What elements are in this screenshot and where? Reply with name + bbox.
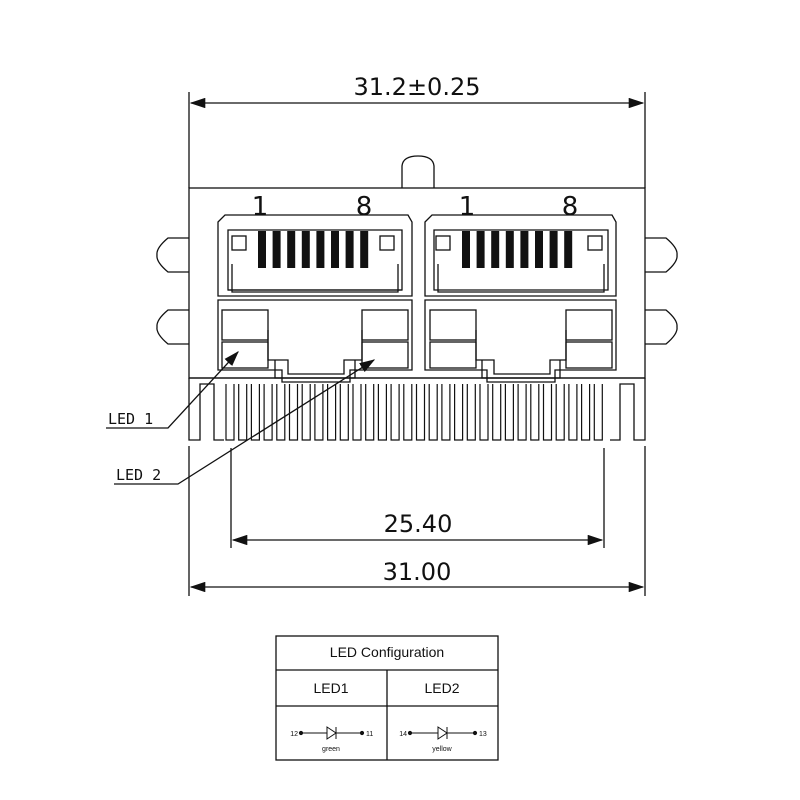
- contact-finger: [316, 231, 325, 268]
- overall-width-label: 31.2±0.25: [354, 73, 481, 101]
- port-2-contacts: [462, 231, 573, 268]
- port-1-pin-first: 1: [252, 192, 269, 222]
- port-1-pin-last: 8: [356, 192, 373, 222]
- led1-color: green: [322, 746, 340, 753]
- lead-pin: [466, 384, 476, 441]
- lead-pin: [250, 384, 260, 441]
- right-side-lenses: [645, 237, 678, 345]
- led1-header: LED1: [313, 680, 348, 696]
- contact-finger: [345, 231, 354, 268]
- port-1-contacts: [258, 231, 369, 268]
- lead-pin: [377, 384, 387, 441]
- shield-tabs: [188, 378, 646, 441]
- body-width-dimension: 31.00: [188, 446, 646, 596]
- led1-callout: LED 1: [106, 351, 239, 429]
- lead-pin: [479, 384, 489, 441]
- contact-finger: [505, 231, 514, 268]
- contact-finger: [535, 231, 543, 268]
- contact-finger: [491, 231, 500, 268]
- lead-pin: [327, 384, 337, 441]
- lead-pin: [314, 384, 324, 441]
- contact-finger: [272, 231, 281, 268]
- led-config-table: LED Configuration LED1 LED2 12 11 green: [275, 635, 499, 761]
- lead-pin: [390, 384, 400, 441]
- contact-finger: [564, 231, 573, 268]
- led2-callout: LED 2: [114, 359, 376, 485]
- led2-pin-right: 13: [479, 731, 487, 738]
- pin-span-label: 25.40: [384, 510, 453, 538]
- lead-pin: [504, 384, 514, 441]
- lead-pin: [441, 384, 451, 441]
- lead-pin: [238, 384, 248, 441]
- contact-finger: [360, 231, 369, 268]
- lead-pin: [542, 384, 553, 441]
- lead-pin: [517, 384, 527, 441]
- led2-diode-symbol: [407, 726, 478, 740]
- port-2-pin-first: 1: [459, 192, 476, 222]
- contact-finger: [258, 231, 266, 268]
- rj45-port-2: [424, 214, 617, 383]
- lead-pin: [555, 384, 565, 441]
- left-side-lenses: [156, 237, 189, 345]
- led2-callout-label: LED 2: [116, 466, 161, 484]
- led2-pin-left: 14: [399, 731, 407, 738]
- contact-finger: [462, 231, 470, 268]
- lead-pin: [352, 384, 362, 441]
- contact-finger: [549, 231, 558, 268]
- contact-finger: [520, 231, 529, 268]
- overall-width-dimension: 31.2±0.25: [188, 73, 646, 188]
- led2-color: yellow: [432, 746, 452, 753]
- rj45-port-1: [217, 214, 413, 383]
- lead-pin: [428, 384, 438, 441]
- led-config-title: LED Configuration: [330, 644, 444, 660]
- lead-pin: [225, 384, 235, 441]
- lead-pin: [365, 384, 375, 441]
- led1-diode-symbol: [298, 726, 365, 740]
- contact-finger: [301, 231, 310, 268]
- lead-pin: [492, 384, 502, 441]
- latch-tab: [401, 155, 435, 188]
- led1-callout-label: LED 1: [108, 410, 153, 428]
- contact-finger: [331, 231, 339, 268]
- lead-pin: [415, 384, 426, 441]
- bottom-pins: [225, 384, 603, 441]
- lead-pin: [276, 384, 286, 441]
- lead-pin: [301, 384, 311, 441]
- body-width-label: 31.00: [383, 558, 452, 586]
- lead-pin: [581, 384, 591, 441]
- led1-pin-right: 11: [366, 731, 373, 738]
- lead-pin: [288, 384, 299, 441]
- contact-finger: [476, 231, 485, 268]
- led2-header: LED2: [424, 680, 459, 696]
- lead-pin: [593, 384, 603, 441]
- contact-finger: [287, 231, 296, 268]
- lead-pin: [403, 384, 413, 441]
- lead-pin: [568, 384, 578, 441]
- lead-pin: [454, 384, 464, 441]
- lead-pin: [263, 384, 273, 441]
- lead-pin: [530, 384, 540, 441]
- lead-pin: [339, 384, 349, 441]
- port-2-pin-last: 8: [562, 192, 579, 222]
- pin-span-dimension: 25.40: [230, 448, 605, 548]
- led1-pin-left: 12: [290, 731, 298, 738]
